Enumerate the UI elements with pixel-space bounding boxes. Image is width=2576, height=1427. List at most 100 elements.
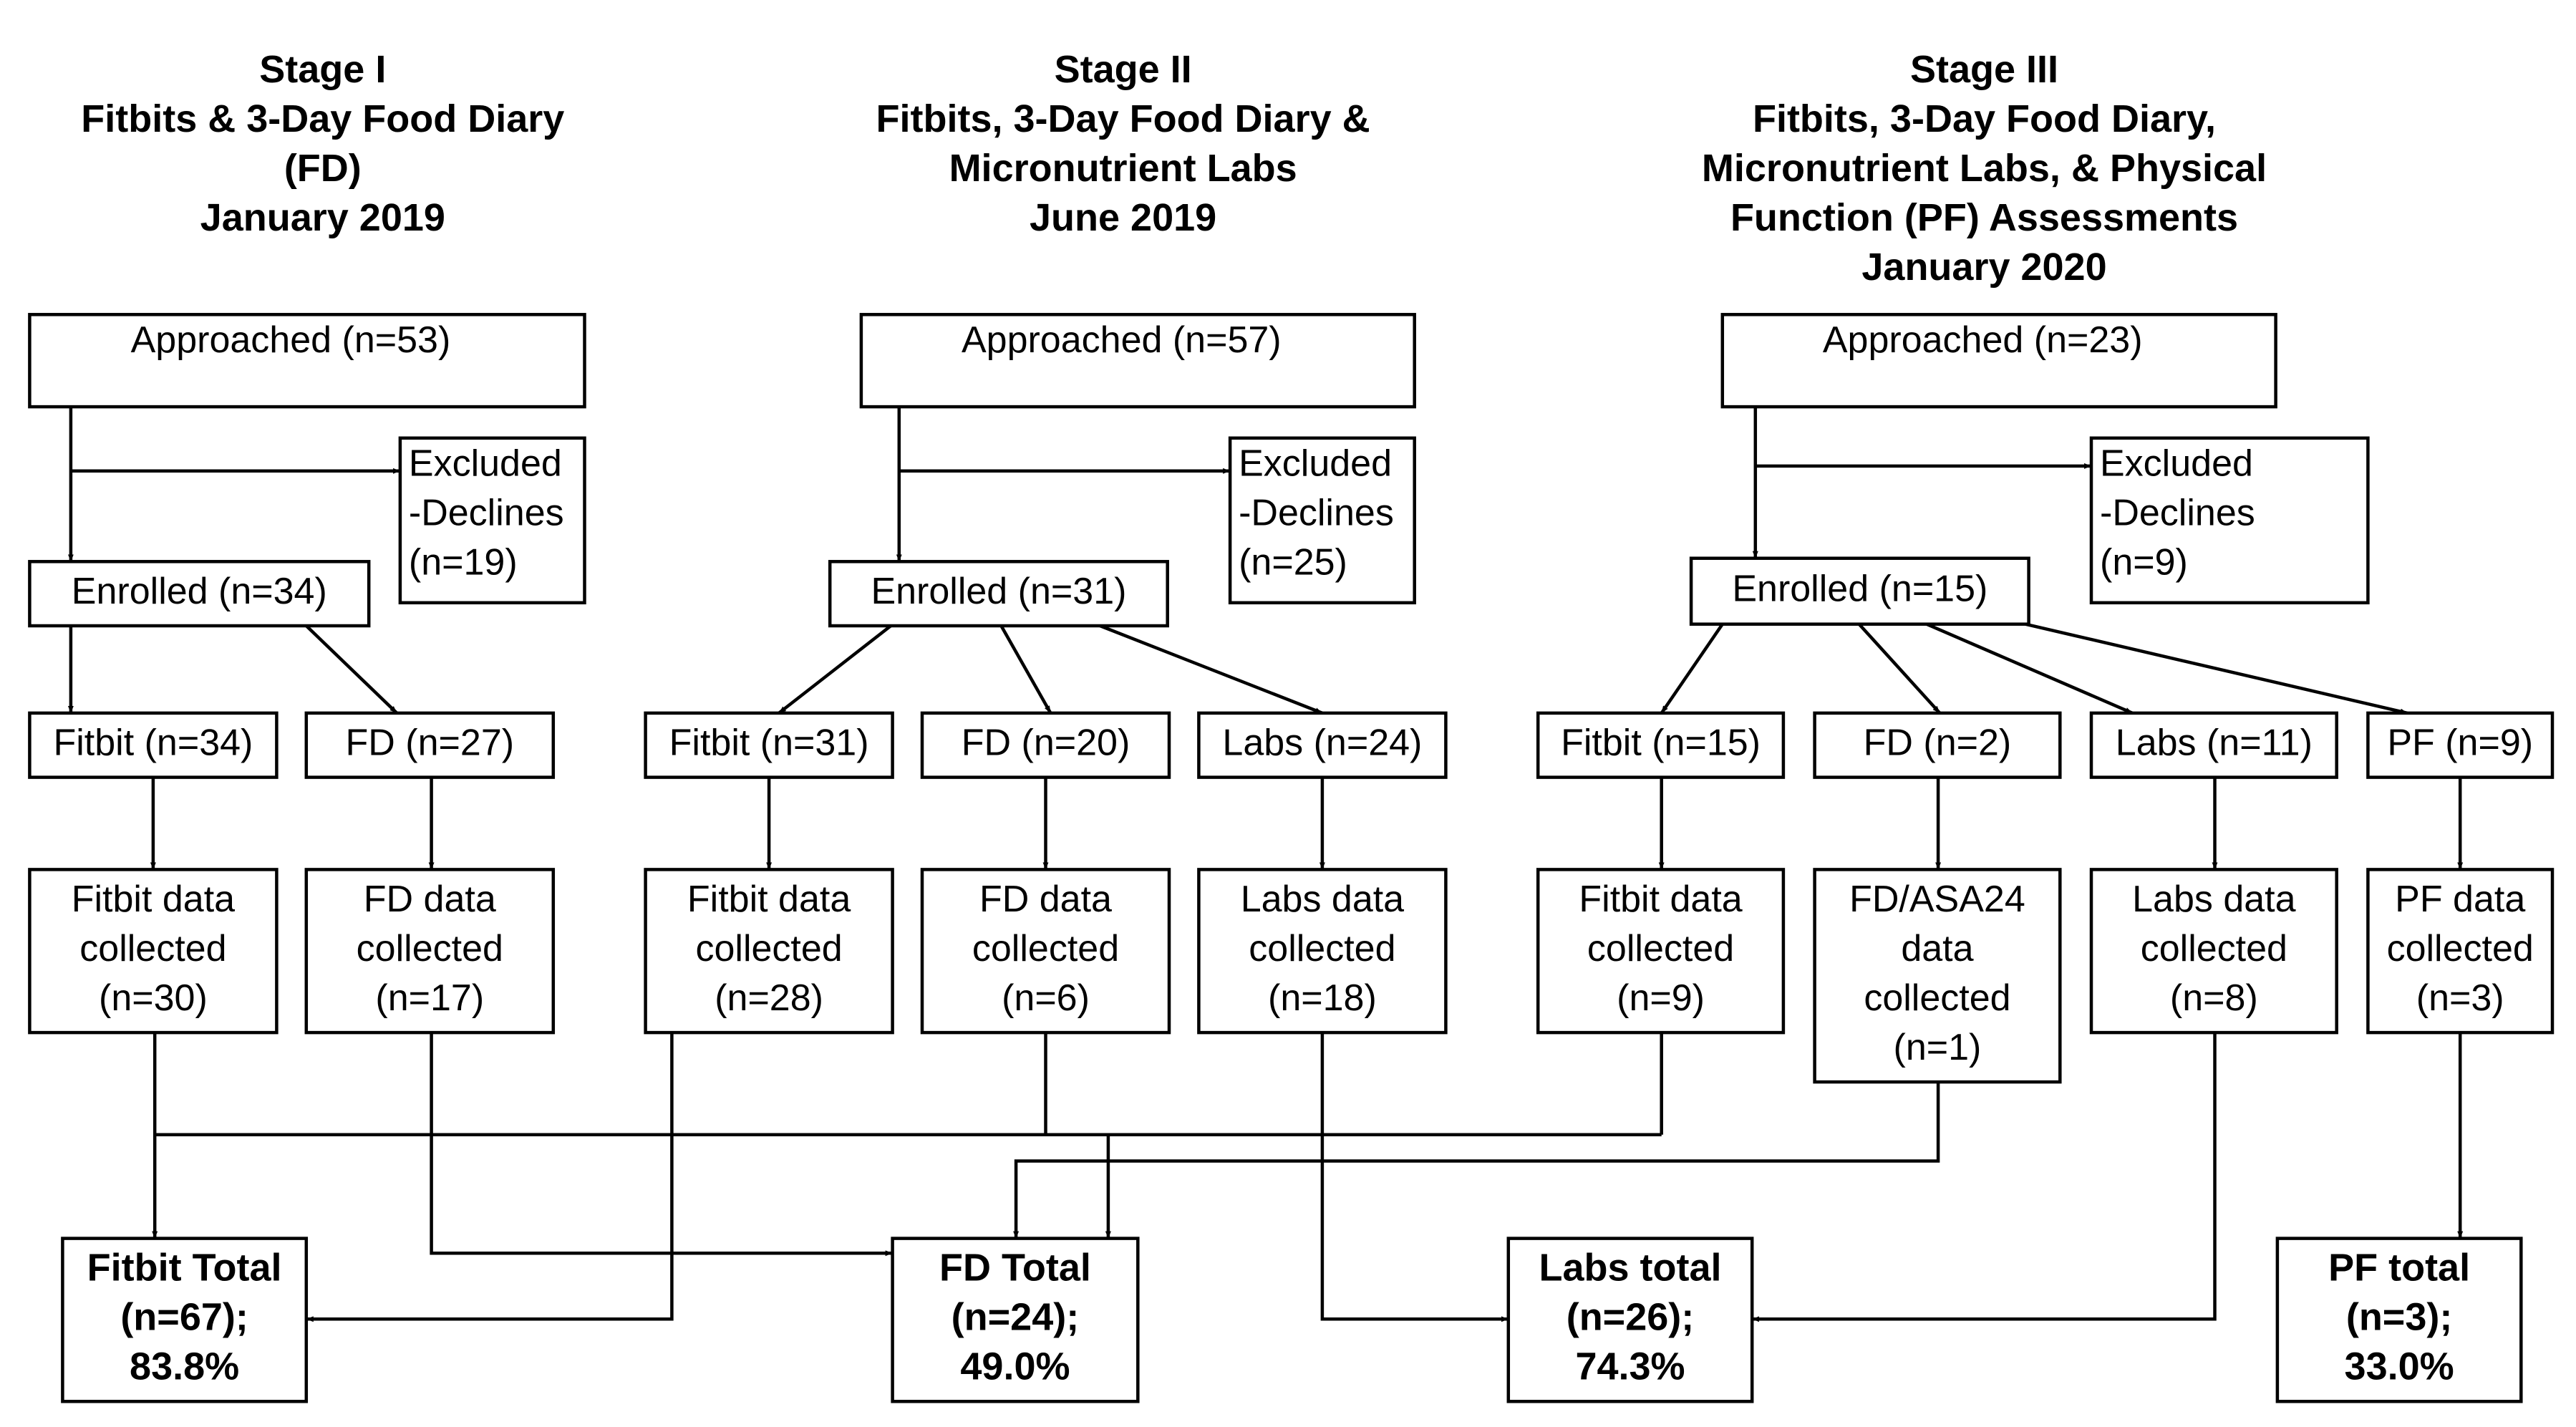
s1-enrolled-text: Enrolled (n=34) xyxy=(72,571,327,612)
s3-excluded-text: (n=9) xyxy=(2100,542,2188,584)
s3-pf-text: PF (n=9) xyxy=(2387,722,2533,763)
t-labs-text: 74.3% xyxy=(1575,1345,1685,1388)
s3-labs-data-text: Labs data xyxy=(2132,879,2295,920)
s3-fd-text: FD (n=2) xyxy=(1864,722,2012,763)
s1-fd-data-text: FD data xyxy=(364,879,496,920)
s3-approached-box: Approached (n=23) xyxy=(1720,313,2277,409)
connector xyxy=(306,1032,674,1322)
s2-labs-data-text: collected xyxy=(1249,928,1395,969)
s1-excluded-text: Excluded xyxy=(409,443,562,485)
s3-excluded-box: Excluded-Declines(n=9) xyxy=(2089,436,2370,605)
s1-fd-data-text: collected xyxy=(357,928,503,969)
connector xyxy=(430,1032,893,1257)
connector xyxy=(1013,1082,1940,1239)
s1-fitbit-data-text: collected xyxy=(79,928,226,969)
s2-fitbit-data-text: collected xyxy=(695,928,842,969)
s2-excluded-text: -Declines xyxy=(1239,493,1394,534)
s3-fitbit-text: Fitbit (n=15) xyxy=(1561,722,1761,763)
s2-labs-data-text: Labs data xyxy=(1241,879,1404,920)
s1-fitbit-box: Fitbit (n=34) xyxy=(28,711,279,779)
s2-fd-data-text: (n=6) xyxy=(1002,977,1090,1019)
stage-1-header-line: January 2019 xyxy=(200,196,445,239)
s2-fitbit-data-box: Fitbit data collected (n=28) xyxy=(644,868,894,1035)
s3-fitbit-data-text: Fitbit data xyxy=(1579,879,1742,920)
s2-labs-data-text: (n=18) xyxy=(1268,977,1377,1019)
s2-fd-data-text: collected xyxy=(972,928,1119,969)
connector xyxy=(1752,1032,2217,1322)
s3-pf-data-text: (n=3) xyxy=(2416,977,2504,1019)
t-pf-box: PF total(n=3);33.0% xyxy=(2275,1237,2523,1403)
s1-fitbit-data-text: (n=30) xyxy=(99,977,208,1019)
s3-enrolled-text: Enrolled (n=15) xyxy=(1732,568,1987,609)
s2-excluded-text: Excluded xyxy=(1239,443,1392,485)
t-labs-text: (n=26); xyxy=(1567,1296,1695,1339)
s2-fd-box: FD (n=20) xyxy=(920,711,1171,779)
s3-labs-data-text: collected xyxy=(2141,928,2287,969)
stage-2-header-line: Stage II xyxy=(1055,48,1192,91)
stage-2-header-line: June 2019 xyxy=(1030,196,1216,239)
stage-3-header-line: Fitbits, 3-Day Food Diary, xyxy=(1753,97,2216,140)
s3-fd-box: FD (n=2) xyxy=(1813,711,2062,779)
s3-labs-data-text: (n=8) xyxy=(2170,977,2258,1019)
connector xyxy=(1858,623,1942,715)
t-fd-text: FD Total xyxy=(939,1247,1091,1290)
connector xyxy=(1320,1032,1509,1322)
connector xyxy=(778,624,892,715)
s2-excluded-text: (n=25) xyxy=(1239,542,1347,584)
stage-1-header-line: Stage I xyxy=(259,48,386,91)
s1-approached-text: Approached (n=53) xyxy=(131,319,451,361)
s3-fd-data-text: collected xyxy=(1864,977,2010,1019)
t-fitbit-box: Fitbit Total (n=67); 83.8% xyxy=(61,1237,309,1403)
s2-fd-text: FD (n=20) xyxy=(962,722,1130,763)
s2-approached-box: Approached (n=57) xyxy=(859,313,1416,409)
connector xyxy=(1660,623,1724,715)
s2-labs-text: Labs (n=24) xyxy=(1222,722,1422,763)
t-labs-text: Labs total xyxy=(1539,1247,1721,1290)
t-pf-text: PF total xyxy=(2328,1247,2470,1290)
stage-3-header-line: Stage III xyxy=(1910,48,2058,91)
s3-fitbit-data-text: collected xyxy=(1587,928,1734,969)
s2-enrolled-box: Enrolled (n=31) xyxy=(828,560,1169,628)
t-fitbit-text: 83.8% xyxy=(130,1345,239,1388)
stage-3-header-line: Function (PF) Assessments xyxy=(1730,196,2238,239)
s1-fd-text: FD (n=27) xyxy=(346,722,515,763)
s2-fitbit-data-text: Fitbit data xyxy=(687,879,851,920)
t-fitbit-text: (n=67); xyxy=(120,1296,248,1339)
stage-1-header-line: Fitbits & 3-Day Food Diary xyxy=(81,97,564,140)
s2-fd-data-box: FD data collected (n=6) xyxy=(920,868,1171,1035)
stage-1-header-line: (FD) xyxy=(284,147,362,190)
t-labs-box: Labs total (n=26); 74.3% xyxy=(1506,1237,1754,1403)
s3-labs-box: Labs (n=11) xyxy=(2089,711,2338,779)
s2-fd-data-text: FD data xyxy=(979,879,1112,920)
s2-labs-box: Labs (n=24) xyxy=(1197,711,1448,779)
stage-2-header-line: Fitbits, 3-Day Food Diary & xyxy=(876,97,1370,140)
s3-labs-text: Labs (n=11) xyxy=(2116,722,2313,763)
s2-fitbit-text: Fitbit (n=31) xyxy=(669,722,869,763)
t-fitbit-text: Fitbit Total xyxy=(87,1247,282,1290)
s3-pf-box: PF (n=9) xyxy=(2366,711,2555,779)
s3-fd-data-text: (n=1) xyxy=(1894,1027,1982,1068)
s1-enrolled-box: Enrolled (n=34) xyxy=(28,560,371,628)
t-fd-text: 49.0% xyxy=(960,1345,1070,1388)
s3-pf-data-text: PF data xyxy=(2395,879,2525,920)
connector xyxy=(305,624,398,715)
s2-fitbit-data-text: (n=28) xyxy=(715,977,823,1019)
s3-excluded-text: Excluded xyxy=(2100,443,2253,485)
s2-excluded-box: Excluded -Declines (n=25) xyxy=(1228,436,1416,605)
s1-excluded-text: (n=19) xyxy=(409,542,518,584)
s3-labs-data-box: Labs data collected (n=8) xyxy=(2089,868,2338,1035)
s1-excluded-text: -Declines xyxy=(409,493,564,534)
s1-fd-box: FD (n=27) xyxy=(304,711,556,779)
s1-fitbit-text: Fitbit (n=34) xyxy=(53,722,253,763)
s2-labs-data-box: Labs data collected (n=18) xyxy=(1197,868,1448,1035)
s2-enrolled-text: Enrolled (n=31) xyxy=(871,571,1126,612)
t-fd-box: FD Total(n=24);49.0% xyxy=(891,1237,1140,1403)
t-pf-text: 33.0% xyxy=(2345,1345,2454,1388)
stage-3-header-line: January 2020 xyxy=(1861,246,2106,289)
s3-fd-data-text: data xyxy=(1901,928,1973,969)
connector xyxy=(1099,624,1323,715)
